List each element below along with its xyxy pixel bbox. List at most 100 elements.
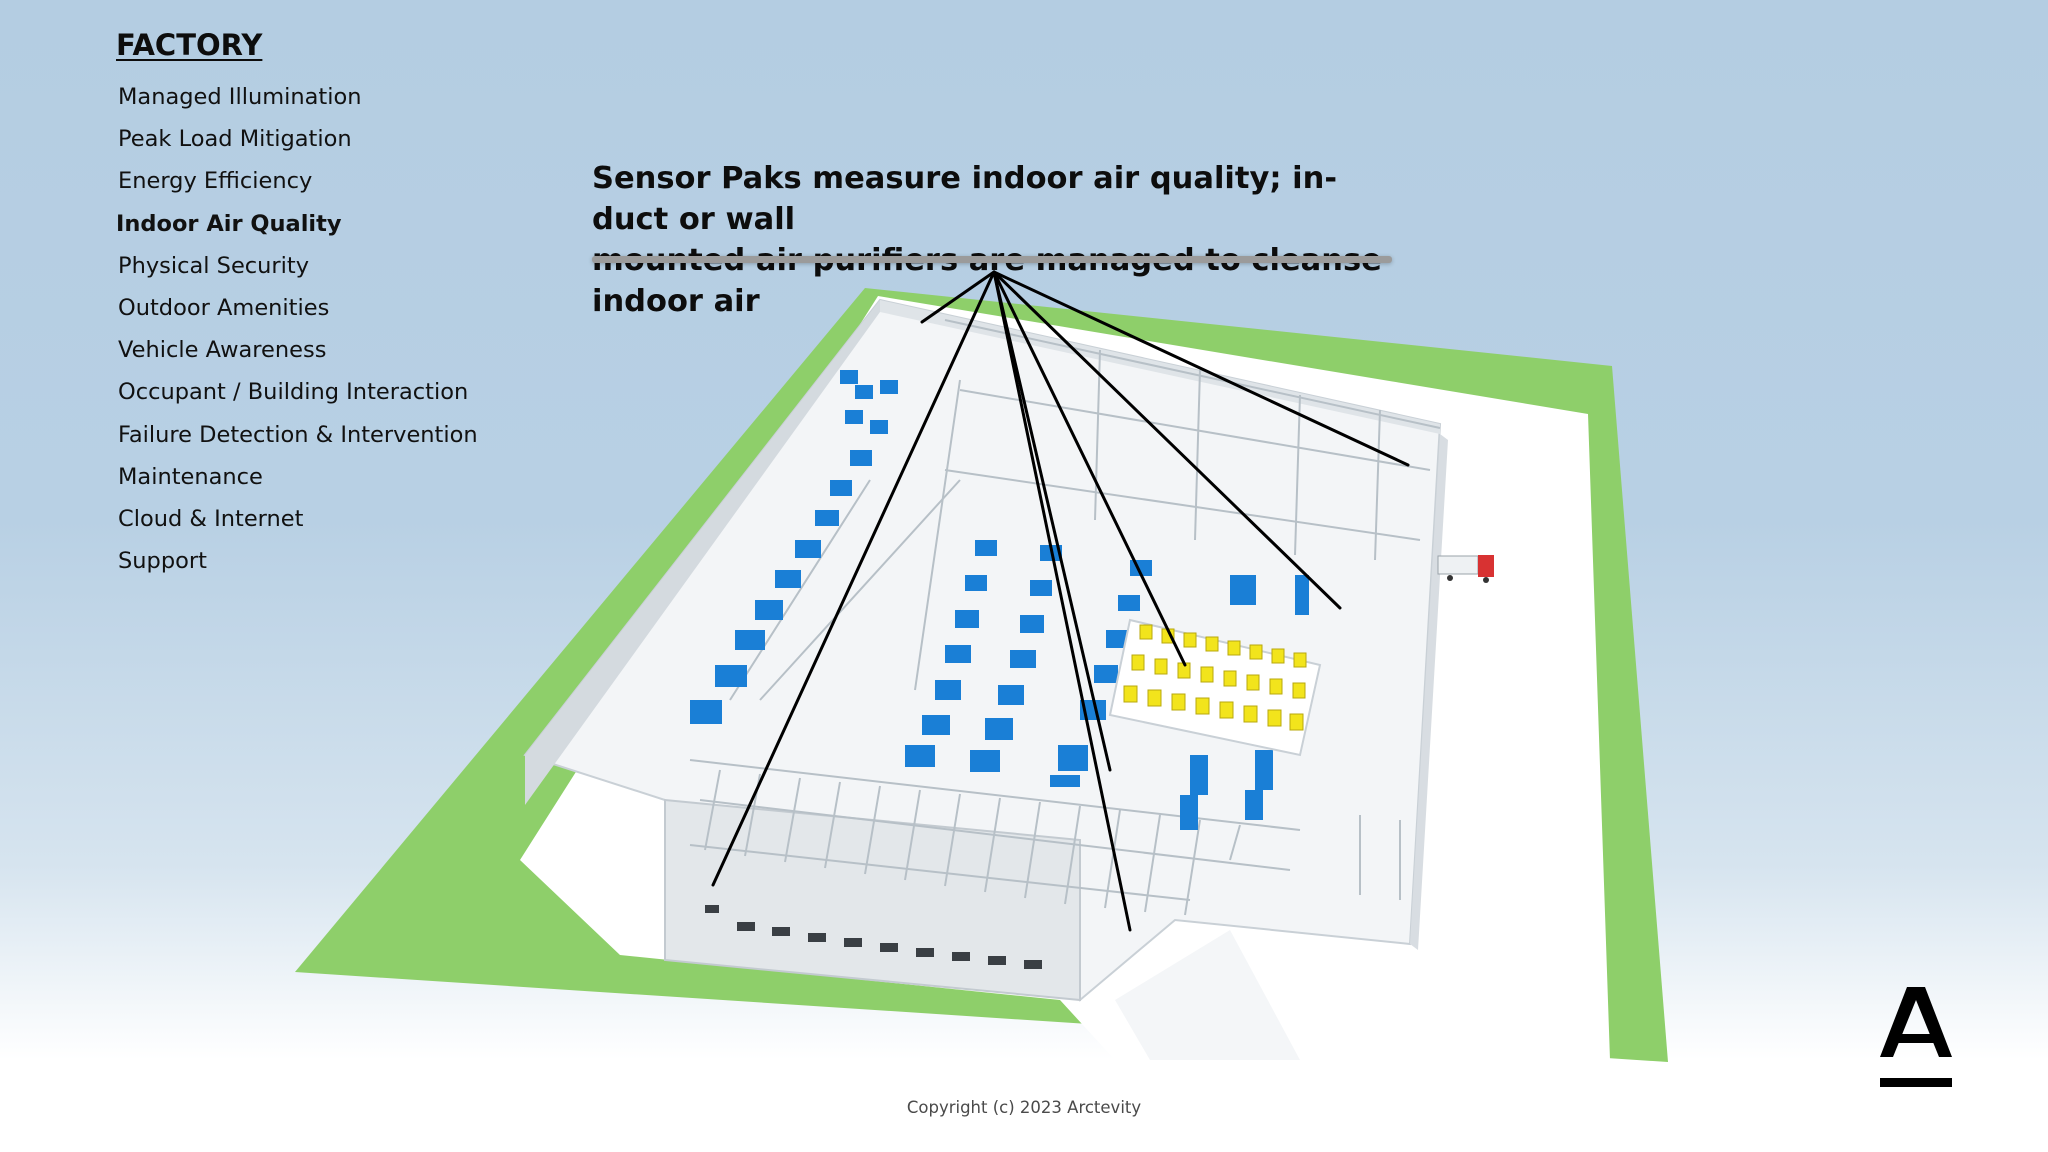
machine (795, 540, 821, 558)
pointer-line (992, 270, 1187, 667)
menu-item-outdoor-amenities[interactable]: Outdoor Amenities (118, 294, 330, 321)
station (1131, 654, 1145, 671)
station (1200, 666, 1214, 683)
pointer-line (992, 270, 1410, 467)
machine (775, 570, 801, 588)
window (880, 943, 898, 952)
machine (840, 370, 858, 384)
menu-item-vehicle-awareness[interactable]: Vehicle Awareness (118, 337, 327, 364)
station (1123, 685, 1138, 703)
truck-wheel (1447, 575, 1453, 581)
machine (850, 450, 872, 466)
machine (1010, 650, 1036, 668)
menu-item-failure-detection[interactable]: Failure Detection & Intervention (118, 421, 478, 448)
office-partitions (689, 319, 1441, 916)
menu-item-occupant-building-interaction[interactable]: Occupant / Building Interaction (118, 379, 469, 406)
machine (905, 745, 935, 767)
menu-item-support[interactable]: Support (118, 548, 207, 575)
machine (935, 680, 961, 700)
machine (985, 718, 1013, 740)
facade-windows (705, 905, 1042, 969)
machine (830, 480, 852, 496)
menu-item-cloud-internet[interactable]: Cloud & Internet (118, 505, 304, 532)
window (737, 922, 755, 931)
station (1205, 636, 1219, 652)
pointer-line (992, 270, 1132, 932)
menu-item-physical-security[interactable]: Physical Security (118, 252, 310, 279)
machine (970, 750, 1000, 772)
loading-apron (1115, 930, 1300, 1060)
work-stations (1123, 624, 1307, 731)
menu-item-energy-efficiency[interactable]: Energy Efficiency (118, 168, 313, 195)
machine (998, 685, 1024, 705)
machine (755, 600, 783, 620)
machine (1118, 595, 1140, 611)
machine (965, 575, 987, 591)
menu-item-peak-load-mitigation[interactable]: Peak Load Mitigation (118, 126, 352, 153)
machine-rows (690, 370, 1309, 830)
machine (815, 510, 839, 526)
machine (880, 380, 898, 394)
machine (975, 540, 997, 556)
machine (715, 665, 747, 687)
station (1292, 682, 1306, 699)
machine (1020, 615, 1044, 633)
station (1195, 697, 1210, 715)
menu-title: FACTORY (116, 28, 263, 62)
south-facade (664, 798, 1081, 1002)
pointer-line (992, 270, 1342, 610)
machine (1230, 575, 1256, 605)
truck-trailer (1437, 555, 1479, 575)
machine (922, 715, 950, 735)
machine (1180, 795, 1198, 830)
station (1171, 693, 1186, 711)
machine (1255, 750, 1273, 790)
station (1289, 713, 1304, 731)
station (1271, 648, 1285, 664)
station (1246, 674, 1260, 691)
window (808, 933, 826, 942)
truck-cab (1478, 555, 1494, 577)
machine (855, 385, 873, 399)
station (1154, 658, 1168, 675)
machine (945, 645, 971, 663)
callout-text: Sensor Paks measure indoor air quality; … (592, 161, 1382, 319)
menu-item-indoor-air-quality[interactable]: Indoor Air Quality (116, 210, 342, 237)
machine (1094, 665, 1118, 683)
machine (955, 610, 979, 628)
machine (845, 410, 863, 424)
station (1183, 632, 1197, 648)
menu-item-maintenance[interactable]: Maintenance (118, 463, 263, 490)
station (1293, 652, 1307, 668)
sensor-pointer-lines (711, 270, 1410, 932)
machine (1190, 755, 1208, 795)
window (952, 952, 970, 961)
callout-underline (592, 256, 1392, 263)
window (916, 948, 934, 957)
feature-menu: FACTORY Managed Illumination Peak Load M… (116, 28, 478, 582)
window (705, 905, 719, 913)
machine (735, 630, 765, 650)
window (844, 938, 862, 947)
station (1269, 678, 1283, 695)
west-wall (525, 300, 880, 805)
pointer-line (992, 270, 1112, 772)
machine (1030, 580, 1052, 596)
station (1139, 624, 1153, 640)
station (1219, 701, 1234, 719)
menu-item-managed-illumination[interactable]: Managed Illumination (118, 84, 362, 110)
station (1223, 670, 1237, 687)
truck-wheel (1483, 577, 1489, 583)
machine (1245, 790, 1263, 820)
copyright-text: Copyright (c) 2023 Arctevity (906, 1098, 1142, 1117)
pointer-line (920, 270, 996, 324)
machine (1106, 630, 1130, 648)
station (1267, 709, 1282, 727)
pointer-line (711, 270, 996, 887)
machine (1058, 745, 1088, 771)
machine (690, 700, 722, 724)
machine (1050, 775, 1080, 787)
arctevity-a-logo-icon (1880, 987, 1952, 1087)
station (1227, 640, 1241, 656)
